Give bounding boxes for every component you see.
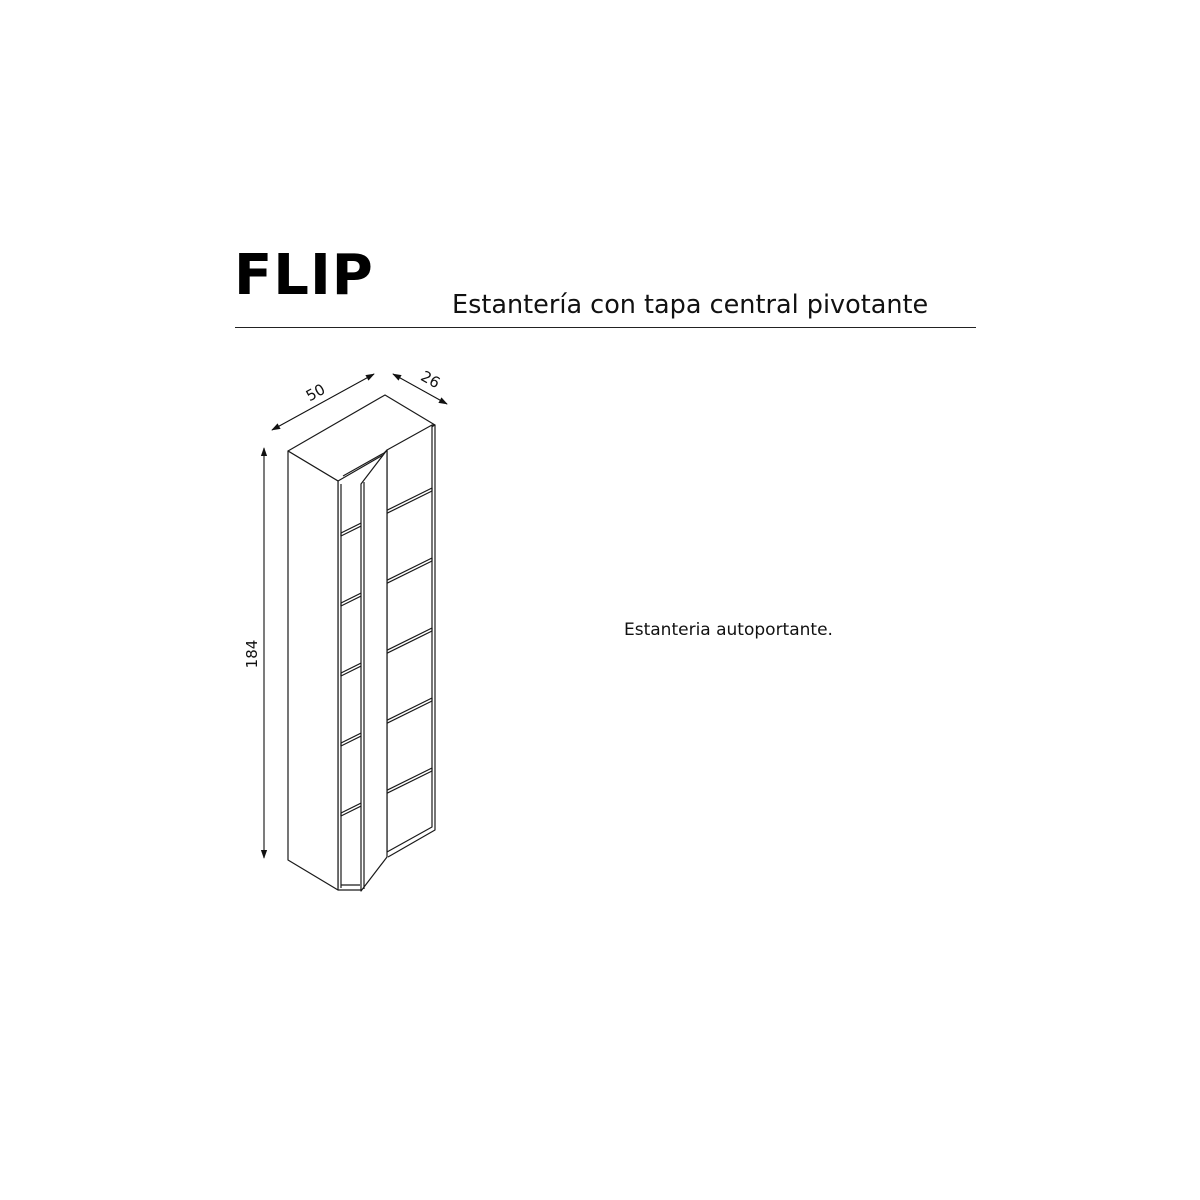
product-description: Estanteria autoportante.	[624, 620, 833, 640]
product-title: FLIP	[234, 243, 374, 308]
dimension-line-width	[271, 373, 375, 431]
dimension-height-label: 184	[243, 640, 261, 669]
cabinet-side-panel	[287, 450, 339, 891]
pivoting-door	[360, 449, 388, 892]
title-underline	[235, 327, 976, 328]
dimension-line-depth	[392, 373, 448, 405]
dimension-depth-label: 26	[418, 367, 443, 392]
product-subtitle: Estantería con tapa central pivotante	[452, 290, 929, 320]
